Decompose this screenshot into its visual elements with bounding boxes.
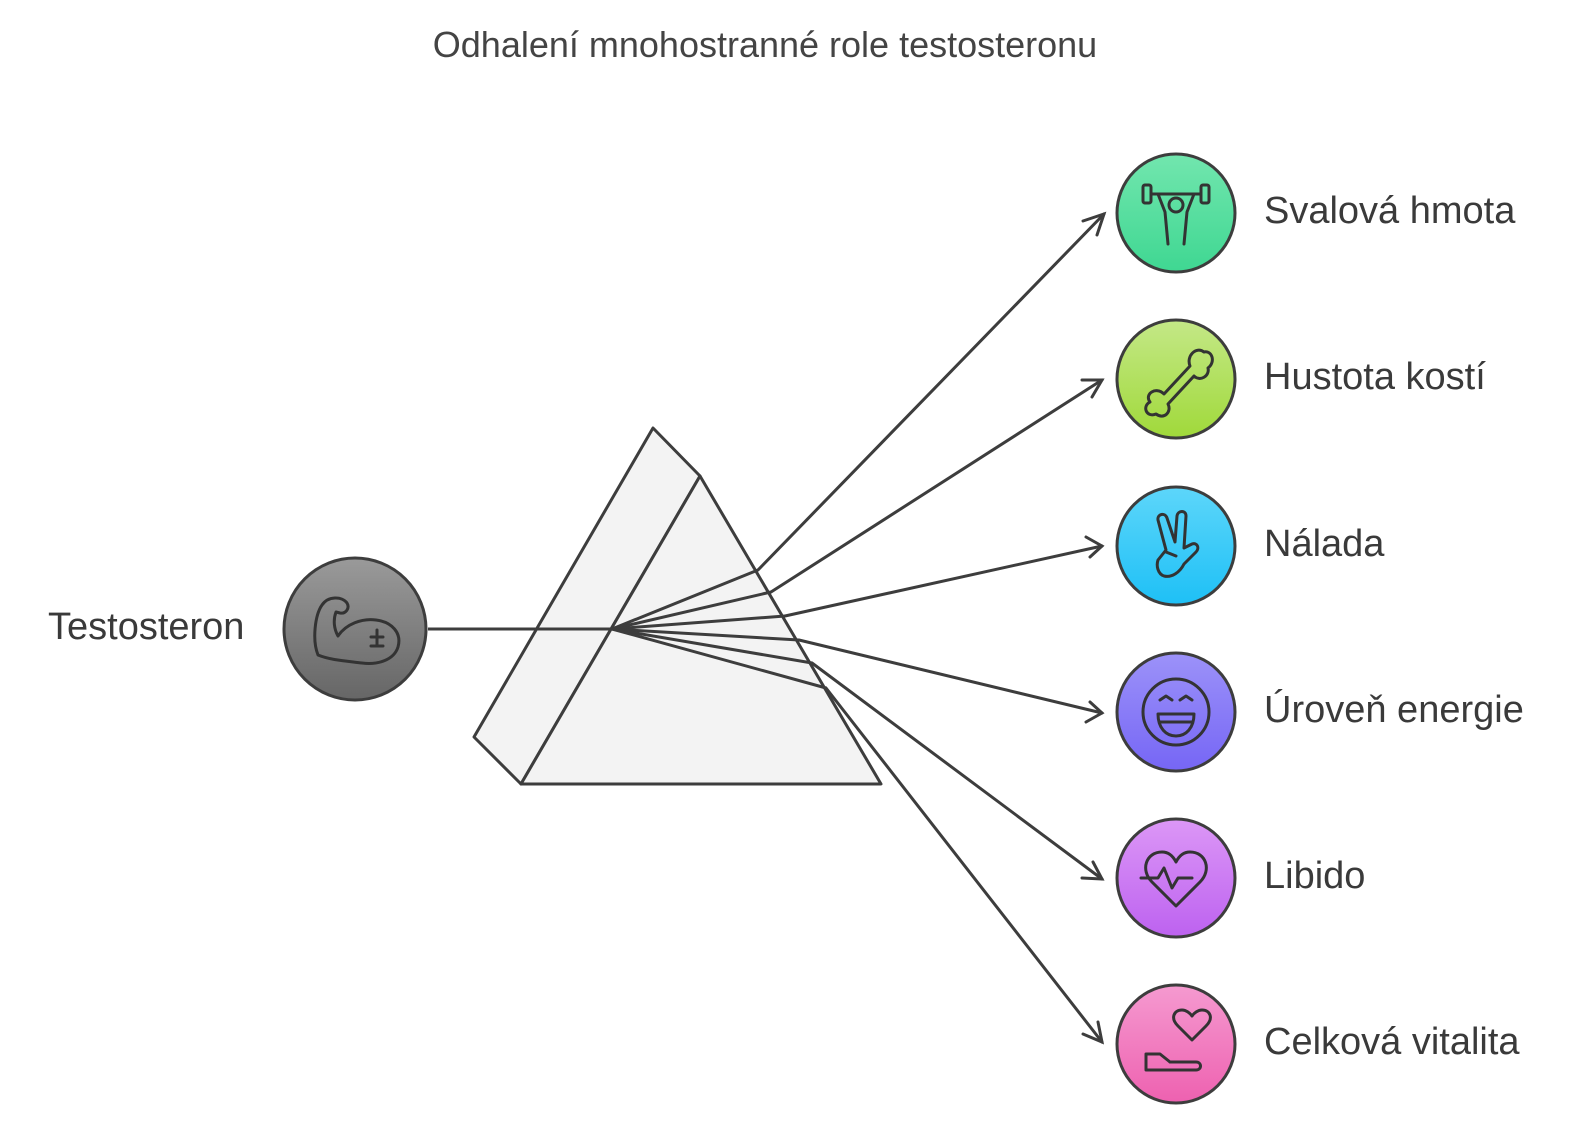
inner-beam-5 xyxy=(611,627,813,665)
output-label-svalova-hmota: Svalová hmota xyxy=(1264,190,1516,232)
hand-heart-icon xyxy=(1144,1008,1212,1072)
diagram-title: Odhalení mnohostranné role testosteronu xyxy=(432,24,1098,65)
output-label-libido: Libido xyxy=(1264,855,1366,897)
output-node-4 xyxy=(1115,817,1237,939)
output-node-1 xyxy=(1115,318,1237,440)
output-label-uroven-energie: Úroveň energie xyxy=(1264,689,1524,731)
arrow-libido xyxy=(810,661,1105,881)
grinning-face-icon xyxy=(1141,677,1211,747)
arrow-nalada xyxy=(783,535,1105,618)
output-node-5 xyxy=(1115,983,1237,1105)
arrow-svalova-hmota xyxy=(756,211,1107,572)
output-label-celkova-vitalita: Celková vitalita xyxy=(1264,1021,1520,1063)
flexed-biceps-icon xyxy=(313,596,401,665)
refracted-beams-inner xyxy=(611,568,827,690)
output-node-2 xyxy=(1115,485,1237,607)
output-label-nalada: Nálada xyxy=(1264,523,1385,565)
prism xyxy=(472,426,883,786)
inner-beam-6 xyxy=(611,627,827,690)
output-arrows xyxy=(756,211,1107,1045)
source-node xyxy=(282,556,428,702)
arrow-uroven-energie xyxy=(797,638,1105,724)
output-node-0 xyxy=(1115,152,1237,274)
heartbeat-heart-icon xyxy=(1139,850,1208,908)
bone-icon xyxy=(1144,348,1214,418)
weightlifter-icon xyxy=(1141,183,1211,246)
output-label-hustota-kosti: Hustota kostí xyxy=(1264,356,1486,398)
source-label: Testosteron xyxy=(48,606,245,648)
inner-beam-4 xyxy=(611,627,800,642)
output-node-3 xyxy=(1115,651,1237,773)
inner-beam-3 xyxy=(611,614,786,631)
arrow-celkova-vitalita xyxy=(824,686,1105,1045)
arrow-hustota-kosti xyxy=(769,378,1105,594)
inner-beam-2 xyxy=(611,590,772,631)
inner-beam-1 xyxy=(611,568,759,631)
victory-hand-icon xyxy=(1155,510,1200,578)
